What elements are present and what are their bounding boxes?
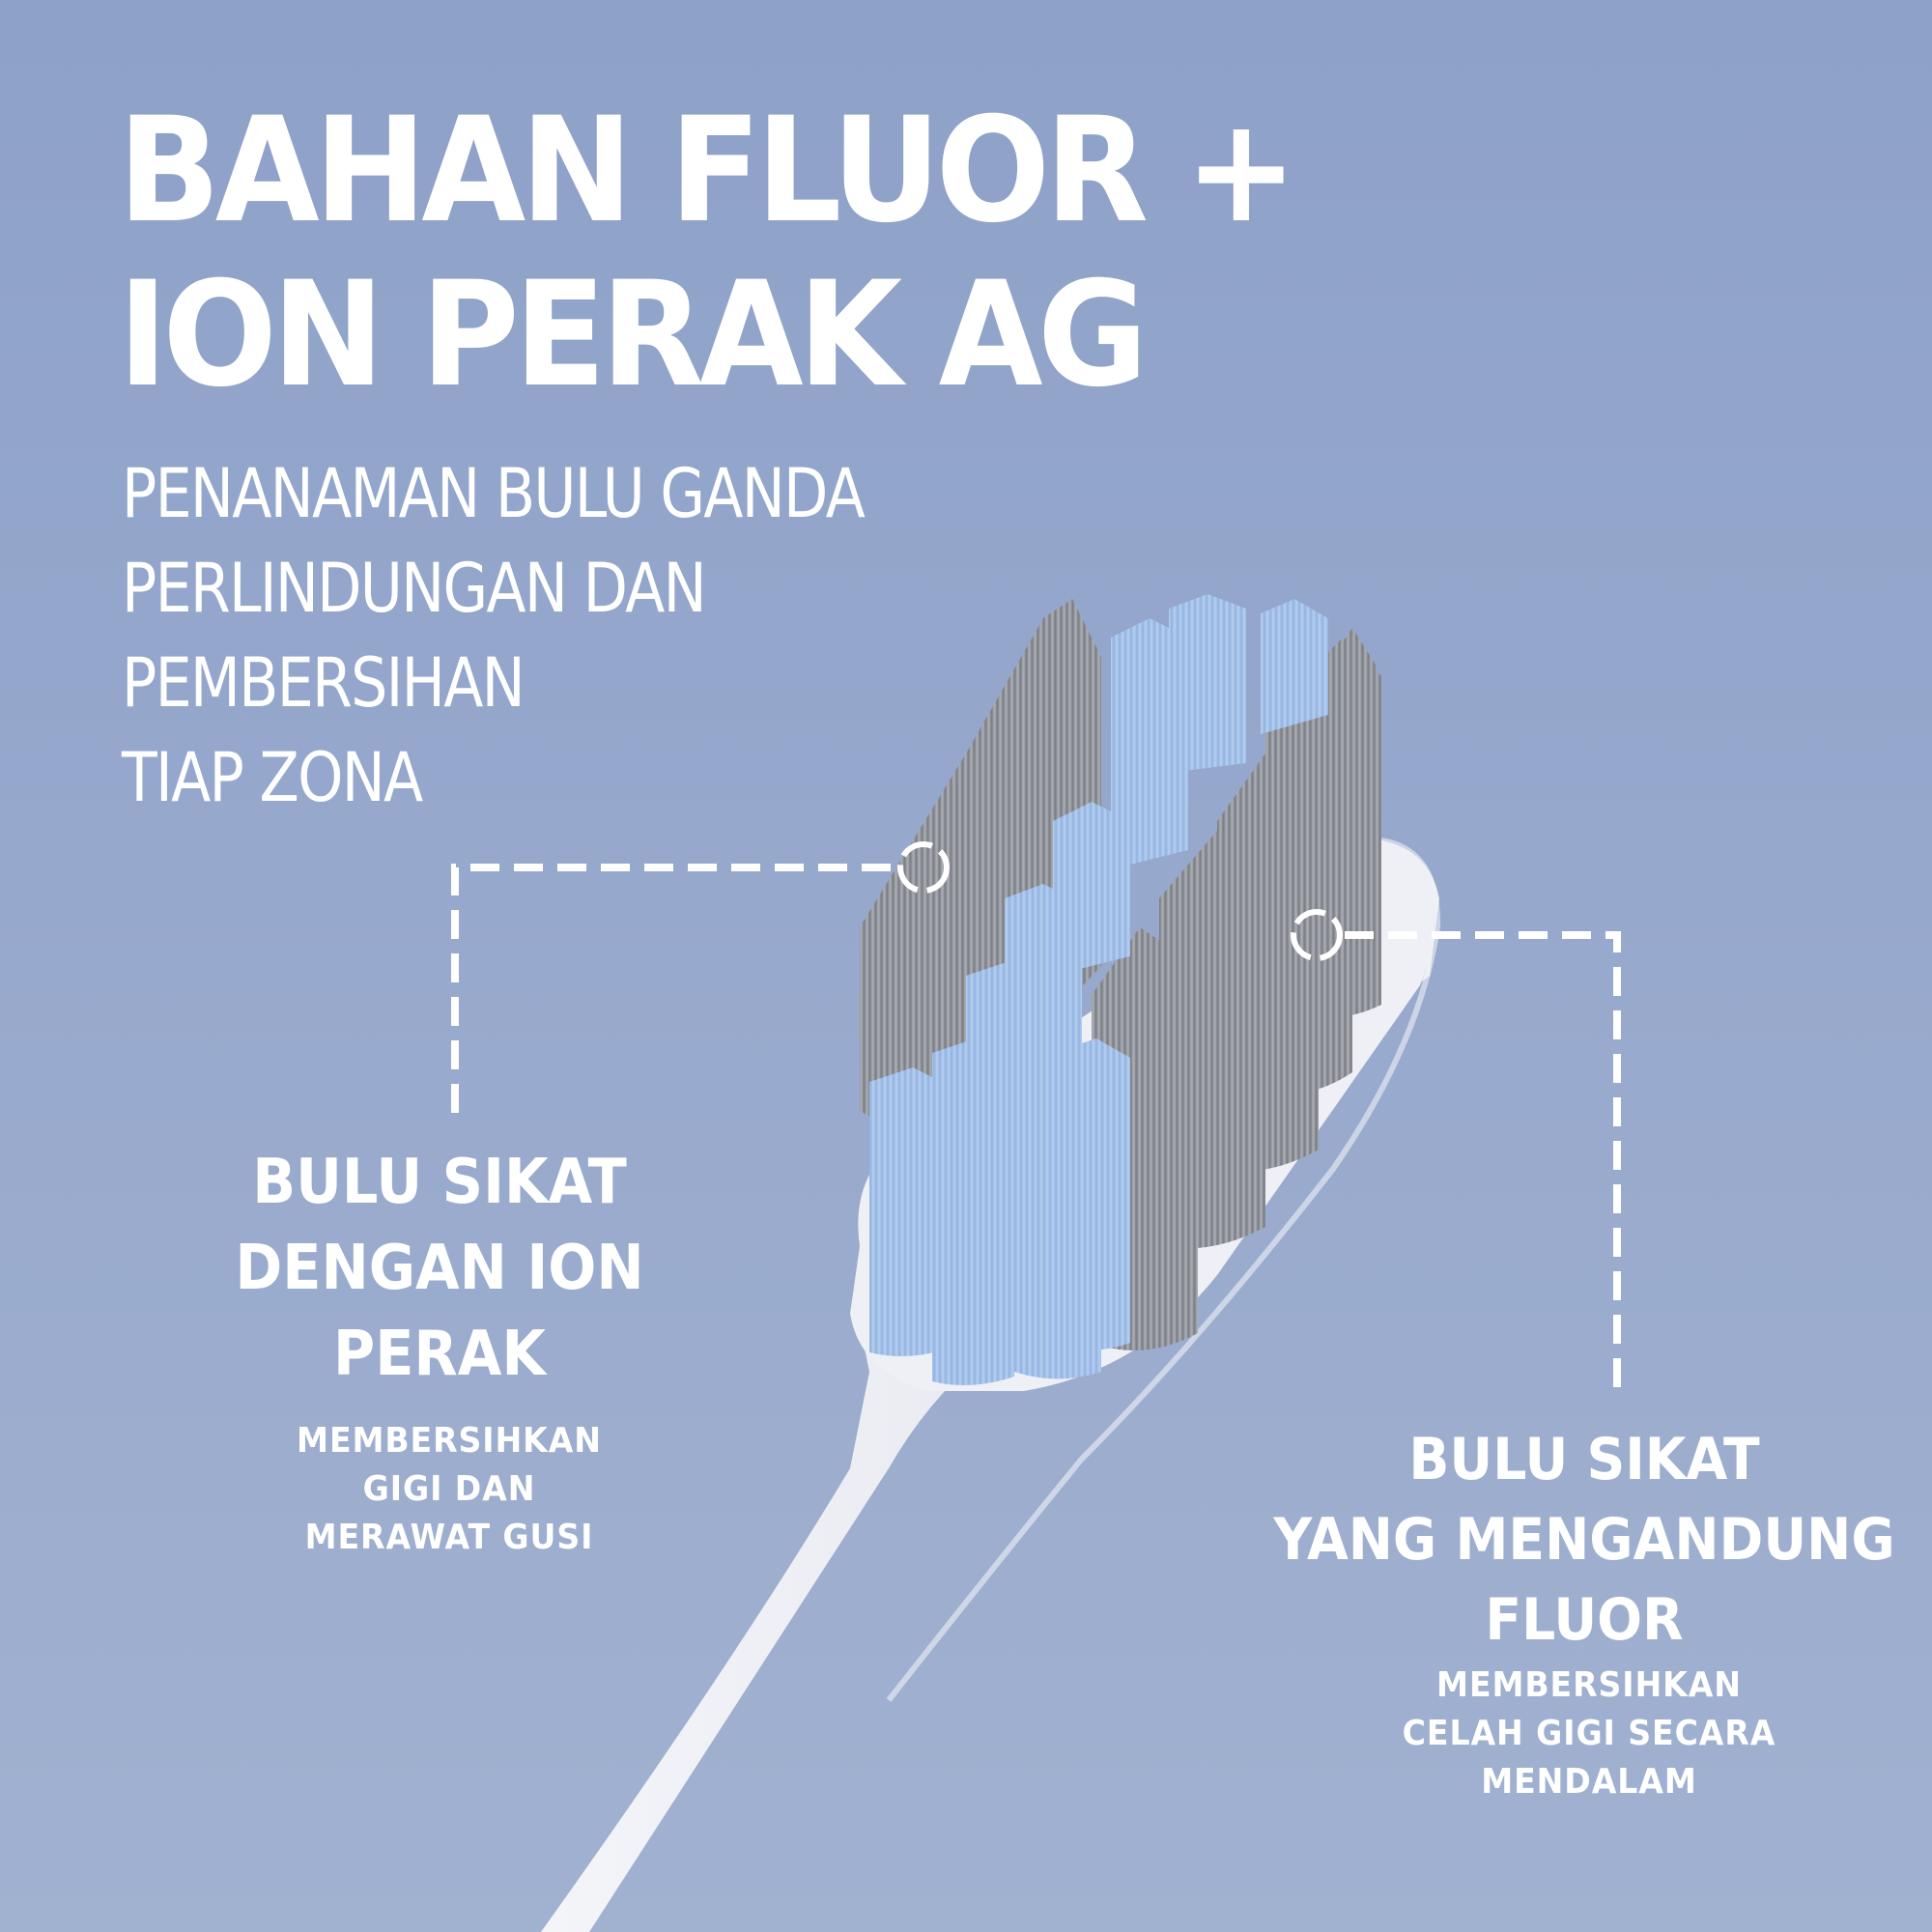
silver-ion-bristles (869, 594, 1328, 1385)
callout-left-description: MEMBERSIHKAN GIGI DAN MERAWAT GUSI (267, 1417, 631, 1562)
headline-line: ION PERAK AG (118, 251, 1148, 419)
headline-line: BAHAN FLUOR + (118, 87, 1297, 255)
callout-desc-line: MENDALAM (1481, 1762, 1697, 1802)
callout-title-line: BULU SIKAT (252, 1147, 627, 1218)
subtitle-line: TIAP ZONA (122, 738, 423, 817)
subtitle-line: PERLINDUNGAN DAN (122, 549, 707, 628)
callout-connector-right (1291, 909, 1621, 1401)
callout-desc-line: CELAH GIGI SECARA (1402, 1714, 1776, 1753)
dashed-circle-marker-icon (897, 841, 950, 894)
callout-right-title: BULU SIKAT YANG MENGANDUNG FLUOR (1273, 1420, 1895, 1661)
feature-subtitle: PENANAMAN BULU GANDA PERLINDUNGAN DAN PE… (122, 446, 866, 825)
callout-title-line: PERAK (333, 1319, 546, 1390)
callout-title-line: BULU SIKAT (1408, 1426, 1760, 1493)
callout-left-title: BULU SIKAT DENGAN ION PERAK (195, 1140, 684, 1398)
subtitle-line: PEMBERSIHAN (122, 643, 526, 723)
subtitle-line: PENANAMAN BULU GANDA (122, 454, 866, 533)
callout-title-line: YANG MENGANDUNG (1273, 1506, 1895, 1574)
dashed-circle-marker-icon (1291, 909, 1343, 961)
callout-desc-line: MEMBERSIHKAN (297, 1421, 602, 1461)
callout-title-line: FLUOR (1485, 1586, 1684, 1654)
callout-desc-line: MERAWAT GUSI (304, 1518, 594, 1557)
callout-connector-left (451, 841, 950, 1113)
callout-title-line: DENGAN ION (235, 1233, 644, 1304)
callout-desc-line: GIGI DAN (362, 1469, 536, 1509)
fluor-bristles (1092, 628, 1381, 1350)
callout-desc-line: MEMBERSIHKAN (1436, 1665, 1742, 1705)
page-headline: BAHAN FLUOR + ION PERAK AG (118, 87, 1297, 419)
callout-right-description: MEMBERSIHKAN CELAH GIGI SECARA MENDALAM (1380, 1662, 1798, 1806)
